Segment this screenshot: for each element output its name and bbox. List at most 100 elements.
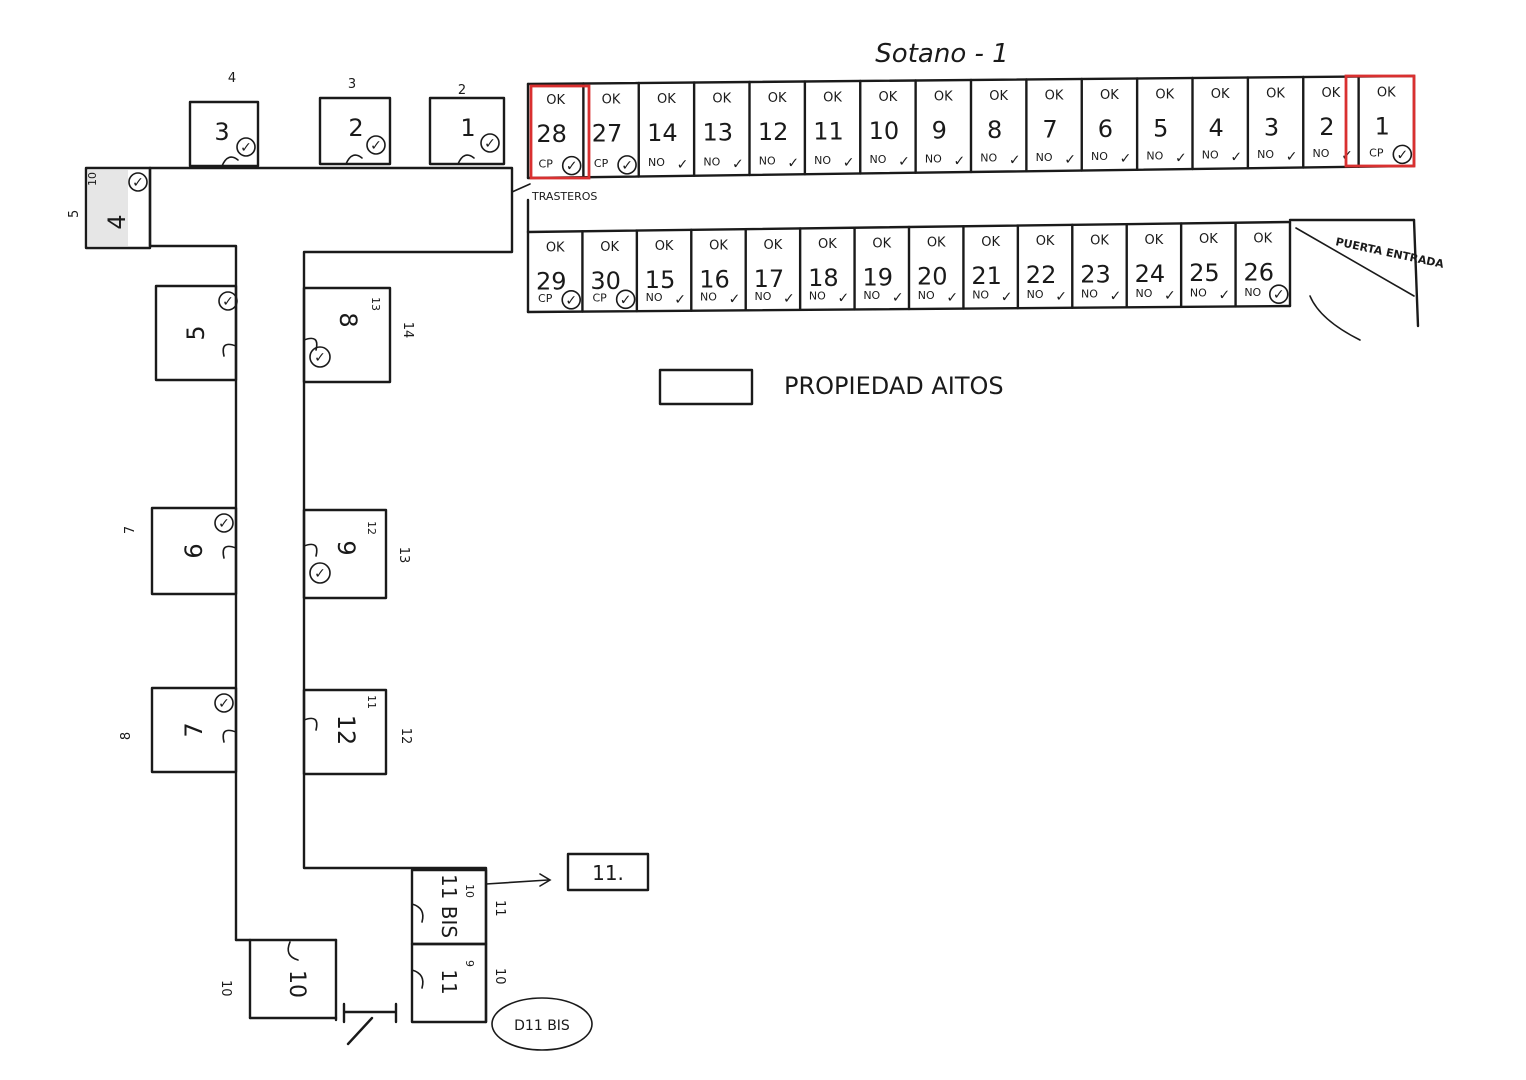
unit-check: ✓ (1175, 150, 1187, 166)
legend-swatch (658, 368, 754, 406)
unit-ok-mark: OK (657, 92, 676, 107)
unit-number: 29 (536, 268, 567, 296)
unit-ok-mark: OK (818, 237, 837, 252)
left-room-number: 7 (180, 722, 208, 737)
room-11-number: 11 (437, 969, 461, 994)
unit-number: 1 (1375, 112, 1390, 140)
unit-ok-mark: OK (602, 92, 621, 107)
unit-number: 4 (1209, 114, 1224, 142)
right-room-number: 9 (332, 540, 360, 555)
left-room-number: 6 (180, 543, 208, 558)
unit-ok-mark: OK (546, 93, 565, 108)
unit-ok-mark: OK (1377, 85, 1396, 100)
unit-check: ✓ (674, 292, 686, 308)
unit-number: 22 (1026, 261, 1057, 289)
unit-check: ✓ (1110, 289, 1122, 305)
unit-number: 8 (987, 116, 1002, 144)
unit-ok-mark: OK (1045, 88, 1064, 103)
unit-note: NO (1036, 151, 1053, 164)
unit-check: ✓ (677, 157, 689, 173)
unit-number: 21 (971, 262, 1002, 290)
unit-check: ✓ (621, 158, 633, 174)
unit-note: NO (1135, 287, 1152, 300)
upper-room-check: ✓ (484, 136, 496, 152)
unit-check: ✓ (1055, 289, 1067, 305)
unit-ok-mark: OK (764, 238, 783, 253)
unit-number: 30 (590, 267, 621, 295)
upper-room-number: 2 (348, 114, 363, 142)
right-room-previous-number: 11 (365, 695, 378, 709)
unit-note: NO (754, 290, 771, 303)
unit-ok-mark: OK (1322, 86, 1341, 101)
left-rooms: 5✓67✓78✓ (119, 284, 238, 774)
unit-note: NO (925, 152, 942, 165)
upper-room-number: 3 (214, 118, 229, 146)
left-room-outside-number: 7 (123, 526, 138, 534)
unit-number: 24 (1135, 260, 1166, 288)
unit-ok-mark: OK (712, 91, 731, 106)
plan-title: Sotano - 1 (875, 39, 1008, 69)
unit-note: CP (594, 157, 609, 170)
unit-ok-mark: OK (1199, 232, 1218, 247)
unit-ok-mark: OK (1100, 88, 1119, 103)
unit-note: NO (703, 155, 720, 168)
room-10-number: 10 (284, 970, 309, 998)
unit-ok-mark: OK (879, 90, 898, 105)
upper-room-check-circle (366, 135, 386, 155)
trasteros-label: TRASTEROS (531, 190, 597, 203)
unit-note: NO (1146, 149, 1163, 162)
unit-ok-mark: OK (1145, 233, 1164, 248)
unit-number: 23 (1080, 261, 1111, 289)
unit-note: NO (759, 155, 776, 168)
bottom-storage-row: OK29CP✓OK30CP✓OK15NO✓OK16NO✓OK17NO✓OK18N… (526, 220, 1292, 314)
right-room-outside-number: 12 (398, 728, 413, 745)
unit-check: ✓ (1001, 289, 1013, 305)
puerta-entrada-label: PUERTA ENTRADA (1334, 235, 1445, 271)
unit-note: CP (1369, 146, 1384, 159)
right-room-check: ✓ (314, 350, 326, 366)
unit-check: ✓ (565, 293, 577, 309)
right-room-check-circle (309, 562, 331, 584)
unit-ok-mark: OK (709, 239, 728, 254)
unit-number: 18 (808, 264, 839, 292)
room-4-outside-number: 5 (67, 210, 82, 218)
owned-highlight-1 (1344, 74, 1416, 168)
upper-room-check: ✓ (240, 140, 252, 156)
top-storage-row: OK28CP✓OK27CP✓OK14NO✓OK13NO✓OK12NO✓OK11N… (526, 74, 1416, 180)
unit-check-circle (617, 155, 637, 175)
unit-check: ✓ (732, 156, 744, 172)
box-11-label: 11. (592, 861, 624, 885)
unit-number: 2 (1319, 113, 1334, 141)
upper-room-number: 1 (460, 114, 475, 142)
unit-number: 15 (645, 266, 676, 294)
unit-check: ✓ (1286, 149, 1298, 165)
unit-note: NO (972, 288, 989, 301)
unit-check: ✓ (620, 292, 632, 308)
unit-note: NO (980, 152, 997, 165)
room-4: 4 10 5 ✓ (67, 166, 152, 250)
unit-note: NO (1257, 148, 1274, 161)
unit-check: ✓ (1273, 287, 1285, 303)
entrance-door: PUERTA ENTRADA (1295, 227, 1445, 341)
unit-check: ✓ (1218, 288, 1230, 304)
unit-number: 28 (536, 120, 567, 148)
unit-number: 19 (863, 263, 894, 291)
right-room-outside-number: 14 (400, 322, 415, 339)
left-room-check: ✓ (218, 516, 230, 532)
d11-bis-callout: D11 BIS (491, 997, 593, 1051)
d11-bis-label: D11 BIS (514, 1018, 570, 1034)
left-room-check: ✓ (222, 294, 234, 310)
room-11-outside-number: 10 (492, 968, 507, 985)
unit-number: 20 (917, 263, 948, 291)
unit-note: NO (918, 289, 935, 302)
unit-check: ✓ (892, 290, 904, 306)
unit-check: ✓ (946, 290, 958, 306)
